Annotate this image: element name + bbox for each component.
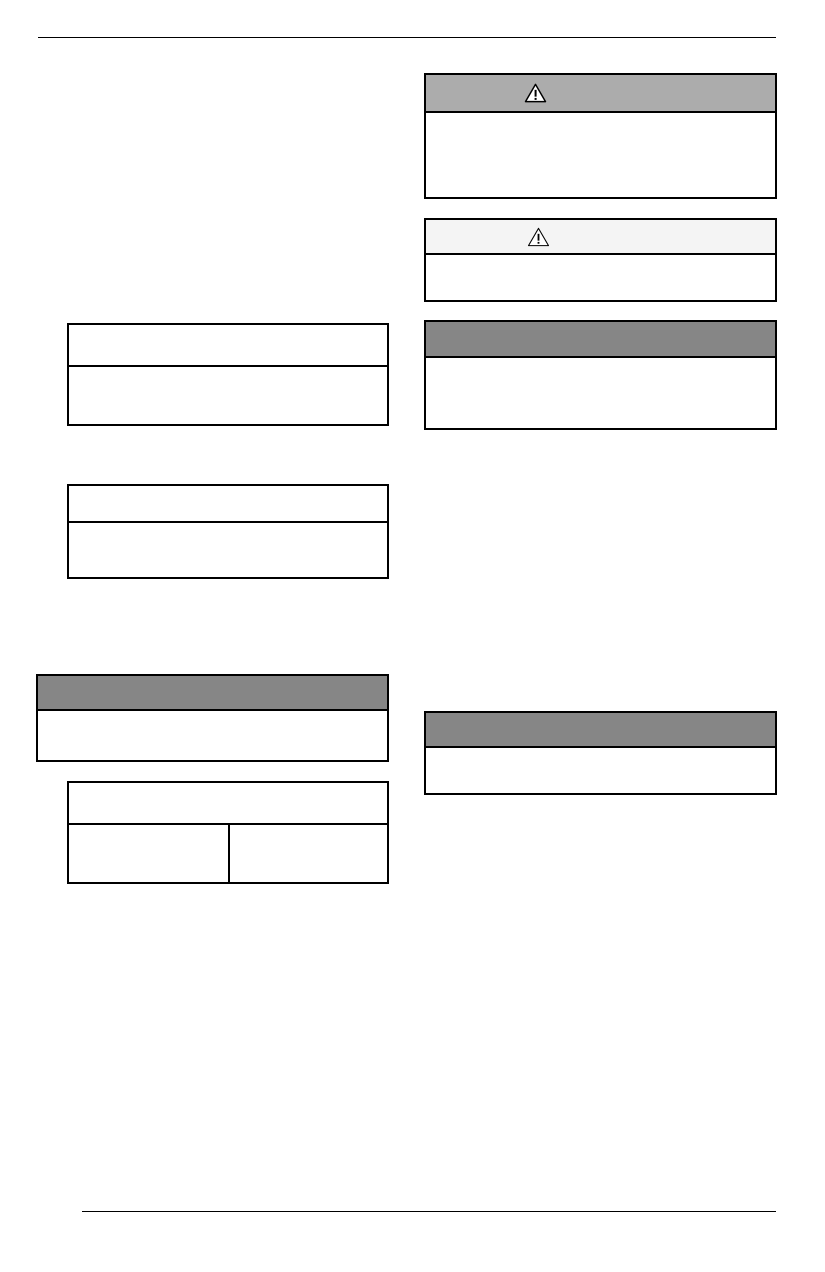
- notice-box-1-body: [38, 711, 387, 760]
- notice-box-3-body: [426, 748, 775, 793]
- info-table-1-body: [69, 367, 387, 424]
- info-table-2-body: [69, 523, 387, 577]
- info-table-1-header: [69, 325, 387, 367]
- notice-box-1: [36, 674, 389, 762]
- info-table-2-header: [69, 486, 387, 523]
- notice-box-3-header: [426, 713, 775, 748]
- warning-box: [424, 73, 777, 199]
- info-table-3-body: [69, 825, 387, 882]
- notice-box-2: [424, 320, 777, 430]
- notice-box-1-header: [38, 676, 387, 711]
- header-rule: [38, 37, 776, 38]
- info-table-3-divider: [228, 825, 230, 882]
- notice-box-2-header: [426, 322, 775, 358]
- warning-box-body: [426, 113, 775, 197]
- caution-box-header: [426, 220, 775, 255]
- caution-box: [424, 218, 777, 302]
- info-table-3-header: [69, 783, 387, 825]
- info-table-3: [67, 781, 389, 884]
- notice-box-2-body: [426, 358, 775, 428]
- warning-triangle-icon: [527, 227, 550, 247]
- warning-triangle-icon: [524, 83, 547, 103]
- caution-box-body: [426, 255, 775, 300]
- footer-rule: [82, 1211, 776, 1212]
- warning-box-header: [426, 75, 775, 113]
- notice-box-3: [424, 711, 777, 795]
- info-table-1: [67, 323, 389, 426]
- info-table-2: [67, 484, 389, 579]
